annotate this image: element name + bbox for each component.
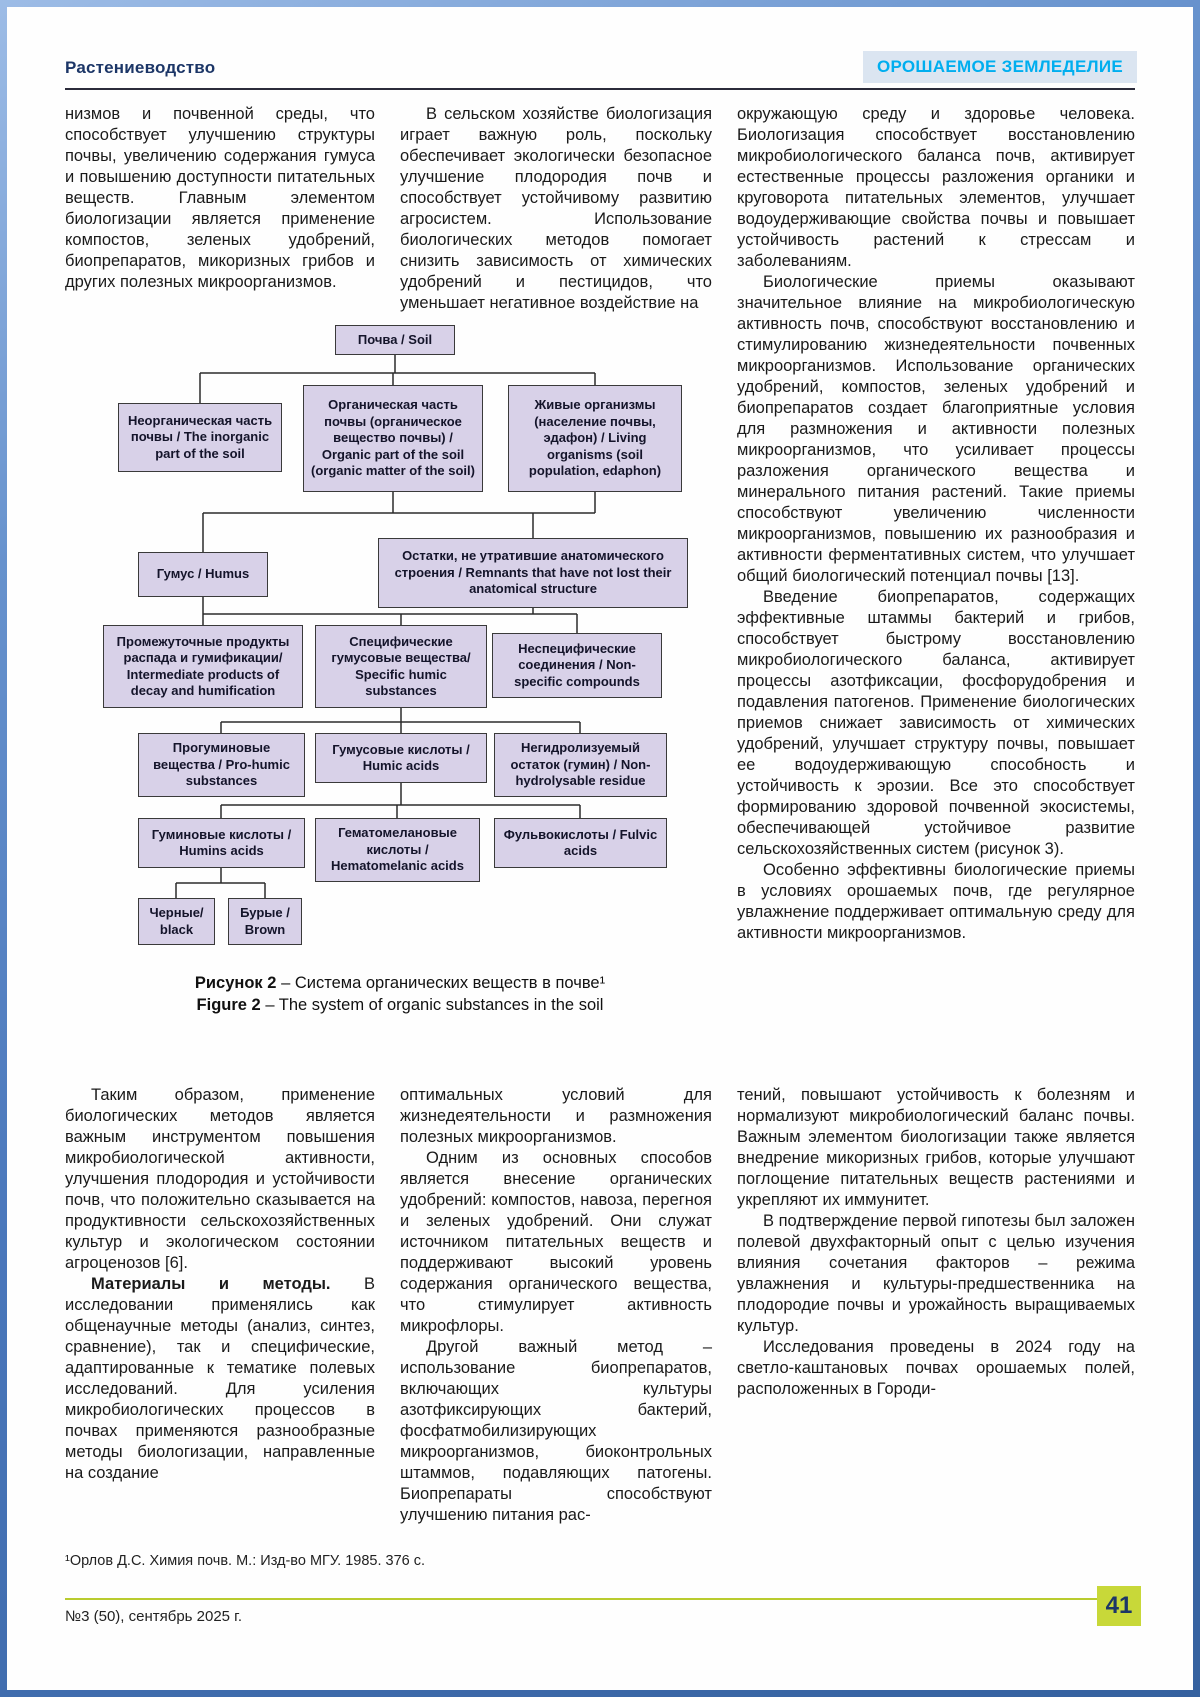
node-humins: Гуминовые кислоты / Humins acids bbox=[138, 818, 305, 868]
node-remnants: Остатки, не утратившие анатомического ст… bbox=[378, 538, 688, 608]
figure-caption-ru-text: – Система органических веществ в почве¹ bbox=[281, 974, 606, 992]
paragraph: низмов и почвенной среды, что способству… bbox=[65, 105, 375, 291]
paragraph: В сельском хозяйстве биологизация играет… bbox=[400, 105, 712, 312]
node-black: Черные/ black bbox=[138, 898, 215, 945]
text-column-top-middle: В сельском хозяйстве биологизация играет… bbox=[400, 104, 712, 314]
section-title: Растениеводство bbox=[65, 58, 216, 77]
node-nonspecific: Неспецифические соединения / Non-specifi… bbox=[492, 633, 662, 698]
paragraph: Биологические приемы оказывают значитель… bbox=[737, 273, 1135, 585]
figure-2-diagram: Почва / Soil Неорганическая часть почвы … bbox=[100, 318, 700, 968]
text-column-bottom-middle: оптимальных условий для жизнедеятельност… bbox=[400, 1085, 712, 1526]
node-residue: Негидролизуемый остаток (гумин) / Non-hy… bbox=[494, 733, 667, 797]
text-column-bottom-left: Таким образом, применение биологических … bbox=[65, 1085, 375, 1484]
paragraph: Особенно эффективны биологические приемы… bbox=[737, 861, 1135, 942]
footnote-reference: ¹Орлов Д.С. Химия почв. М.: Изд-во МГУ. … bbox=[65, 1553, 426, 1569]
node-specific: Специфические гумусовые вещества/ Specif… bbox=[315, 625, 487, 708]
node-humic-acids: Гумусовые кислоты / Humic acids bbox=[315, 733, 487, 783]
figure-caption-ru: Рисунок 2 – Система органических веществ… bbox=[100, 972, 700, 994]
journal-title: ОРОШАЕМОЕ ЗЕМЛЕДЕЛИЕ bbox=[862, 51, 1137, 83]
issue-info: №3 (50), сентябрь 2025 г. bbox=[65, 1608, 242, 1625]
header-divider bbox=[65, 88, 1135, 90]
node-organic: Органическая часть почвы (органическое в… bbox=[303, 385, 483, 492]
node-intermediate: Промежуточные продукты распада и гумифик… bbox=[103, 625, 303, 708]
node-inorganic: Неорганическая часть почвы / The inorgan… bbox=[118, 403, 282, 472]
paragraph: Одним из основных способов является внес… bbox=[400, 1149, 712, 1335]
page-number-badge: 41 bbox=[1097, 1586, 1141, 1626]
figure-caption-ru-label: Рисунок 2 bbox=[194, 974, 277, 992]
paragraph: оптимальных условий для жизнедеятельност… bbox=[400, 1086, 712, 1146]
figure-caption-en: Figure 2 – The system of organic substan… bbox=[100, 994, 700, 1016]
paragraph: окружающую среду и здоровье человека. Би… bbox=[737, 105, 1135, 270]
text-column-bottom-right: тений, повышают устойчивость к болезням … bbox=[737, 1085, 1135, 1400]
paragraph: Таким образом, применение биологических … bbox=[65, 1086, 375, 1272]
footer-divider bbox=[65, 1598, 1135, 1600]
node-soil: Почва / Soil bbox=[335, 325, 455, 355]
paragraph: Исследования проведены в 2024 году на св… bbox=[737, 1338, 1135, 1398]
materials-methods-paragraph: Материалы и методы. В исследовании приме… bbox=[65, 1274, 375, 1484]
paragraph-text: В исследовании применялись как общенаучн… bbox=[65, 1275, 375, 1482]
figure-caption: Рисунок 2 – Система органических веществ… bbox=[100, 972, 700, 1016]
materials-methods-heading: Материалы и методы. bbox=[91, 1275, 331, 1293]
diagram-connector-lines bbox=[175, 355, 596, 898]
paragraph: тений, повышают устойчивость к болезням … bbox=[737, 1086, 1135, 1209]
node-humus: Гумус / Humus bbox=[138, 552, 268, 597]
text-column-top-left: низмов и почвенной среды, что способству… bbox=[65, 104, 375, 293]
paragraph: Другой важный метод – использование биоп… bbox=[400, 1338, 712, 1524]
node-brown: Бурые / Brown bbox=[228, 898, 302, 945]
node-hematomelanic: Гематомелановые кислоты / Hematomelanic … bbox=[315, 818, 480, 882]
paragraph: Введение биопрепаратов, содержащих эффек… bbox=[737, 588, 1135, 858]
node-prohumic: Прогуминовые вещества / Pro-humic substa… bbox=[138, 733, 305, 797]
node-fulvic: Фульвокислоты / Fulvic acids bbox=[494, 818, 667, 868]
text-column-right: окружающую среду и здоровье человека. Би… bbox=[737, 104, 1135, 944]
figure-caption-en-label: Figure 2 bbox=[196, 996, 261, 1014]
figure-caption-en-text: – The system of organic substances in th… bbox=[265, 996, 604, 1014]
node-living: Живые организмы (население почвы, эдафон… bbox=[508, 385, 682, 492]
paragraph: В подтверждение первой гипотезы был зало… bbox=[737, 1212, 1135, 1335]
